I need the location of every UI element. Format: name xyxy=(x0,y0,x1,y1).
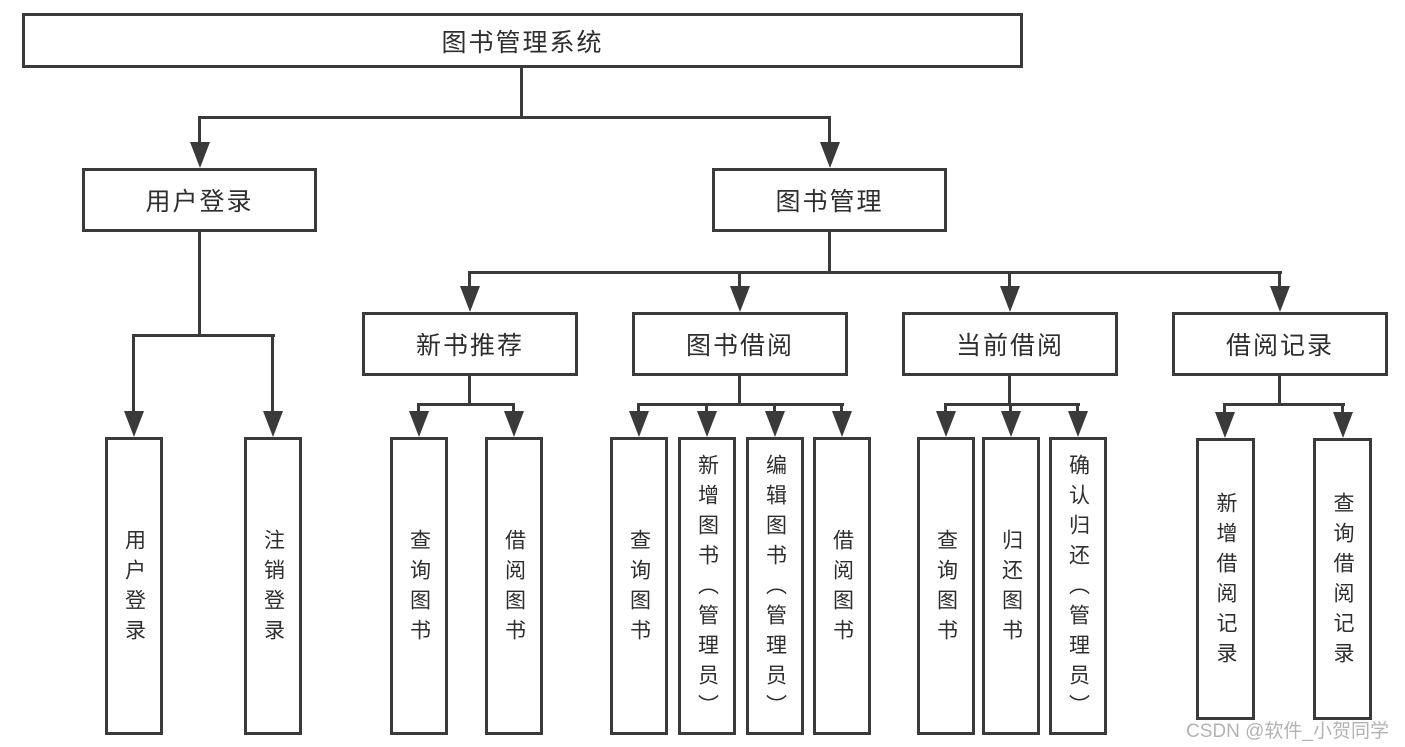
connector-leaf-stem xyxy=(1341,403,1344,416)
connector-leaf-stem xyxy=(637,403,640,415)
arrow-down-icon xyxy=(1001,411,1021,437)
arrow-down-icon xyxy=(832,411,852,437)
node-query-books-recommend: 查询图书 xyxy=(390,437,448,735)
arrow-down-icon xyxy=(629,411,649,437)
connector-root-branch xyxy=(198,116,831,119)
connector-leaf-stem xyxy=(417,403,420,415)
connector-borrow-records-stem xyxy=(1278,271,1281,290)
connector-new-book-stem xyxy=(468,271,471,290)
connector-book-management-down xyxy=(828,232,831,274)
node-confirm-return-admin: 确认归还（管理员） xyxy=(1049,437,1107,735)
arrow-down-icon xyxy=(460,286,480,312)
arrow-down-icon xyxy=(730,286,750,312)
connector-leaf-stem xyxy=(512,403,515,415)
connector-user-login-branch xyxy=(132,334,275,337)
connector-new-book-branch xyxy=(417,403,515,406)
connector-book-borrow-branch xyxy=(637,403,844,406)
node-library-management-system: 图书管理系统 xyxy=(22,13,1023,68)
connector-root-stem xyxy=(520,68,523,116)
node-borrow-records: 借阅记录 xyxy=(1172,312,1388,376)
connector-leaf-stem xyxy=(705,403,708,415)
connector-book-borrow-down xyxy=(738,376,741,406)
connector-leaf-stem xyxy=(840,403,843,415)
arrow-down-icon xyxy=(409,411,429,437)
connector-current-borrow-stem xyxy=(1008,271,1011,290)
arrow-down-icon xyxy=(765,411,785,437)
connector-book-management-stem xyxy=(828,116,831,144)
node-return-book: 归还图书 xyxy=(982,437,1040,735)
arrow-down-icon xyxy=(504,411,524,437)
node-query-borrow-record: 查询借阅记录 xyxy=(1313,438,1372,720)
connector-leaf-stem xyxy=(1076,403,1079,415)
node-query-books-borrow: 查询图书 xyxy=(610,437,668,735)
connector-book-management-branch xyxy=(468,271,1282,274)
node-new-book-recommend: 新书推荐 xyxy=(362,312,578,376)
connector-leaf-stem xyxy=(1223,403,1226,416)
connector-new-book-down xyxy=(468,376,471,406)
arrow-down-icon xyxy=(820,142,840,168)
node-logout-leaf: 注销登录 xyxy=(244,437,302,735)
connector-leaf-stem xyxy=(773,403,776,415)
connector-leaf-stem xyxy=(944,403,947,415)
node-borrow-books-recommend: 借阅图书 xyxy=(485,437,543,735)
arrow-down-icon xyxy=(1333,412,1353,438)
node-add-borrow-record: 新增借阅记录 xyxy=(1196,438,1255,720)
node-user-login-leaf: 用户登录 xyxy=(105,437,163,735)
arrow-down-icon xyxy=(1068,411,1088,437)
node-edit-book-admin: 编辑图书（管理员） xyxy=(746,437,804,735)
arrow-down-icon xyxy=(1215,412,1235,438)
connector-current-borrow-down xyxy=(1008,376,1011,406)
connector-leaf-stem xyxy=(1009,403,1012,415)
node-add-book-admin: 新增图书（管理员） xyxy=(678,437,736,735)
arrow-down-icon xyxy=(263,411,283,437)
node-user-login: 用户登录 xyxy=(82,168,317,232)
connector-logout-leaf-stem xyxy=(271,334,274,413)
connector-book-borrow-stem xyxy=(738,271,741,290)
arrow-down-icon xyxy=(190,142,210,168)
connector-login-leaf-stem xyxy=(132,334,135,413)
node-borrow-books-leaf: 借阅图书 xyxy=(813,437,871,735)
arrow-down-icon xyxy=(936,411,956,437)
arrow-down-icon xyxy=(124,411,144,437)
node-current-borrow: 当前借阅 xyxy=(902,312,1118,376)
arrow-down-icon xyxy=(1270,286,1290,312)
node-book-management: 图书管理 xyxy=(712,168,947,232)
arrow-down-icon xyxy=(697,411,717,437)
connector-user-login-stem xyxy=(198,116,201,144)
connector-borrow-records-branch xyxy=(1223,403,1345,406)
connector-user-login-down xyxy=(198,232,201,336)
csdn-watermark: CSDN @软件_小贺同学 xyxy=(1186,721,1389,742)
node-query-books-current: 查询图书 xyxy=(917,437,975,735)
connector-borrow-records-down xyxy=(1278,376,1281,406)
arrow-down-icon xyxy=(1000,286,1020,312)
connector-current-borrow-branch xyxy=(944,403,1080,406)
node-book-borrow: 图书借阅 xyxy=(632,312,848,376)
